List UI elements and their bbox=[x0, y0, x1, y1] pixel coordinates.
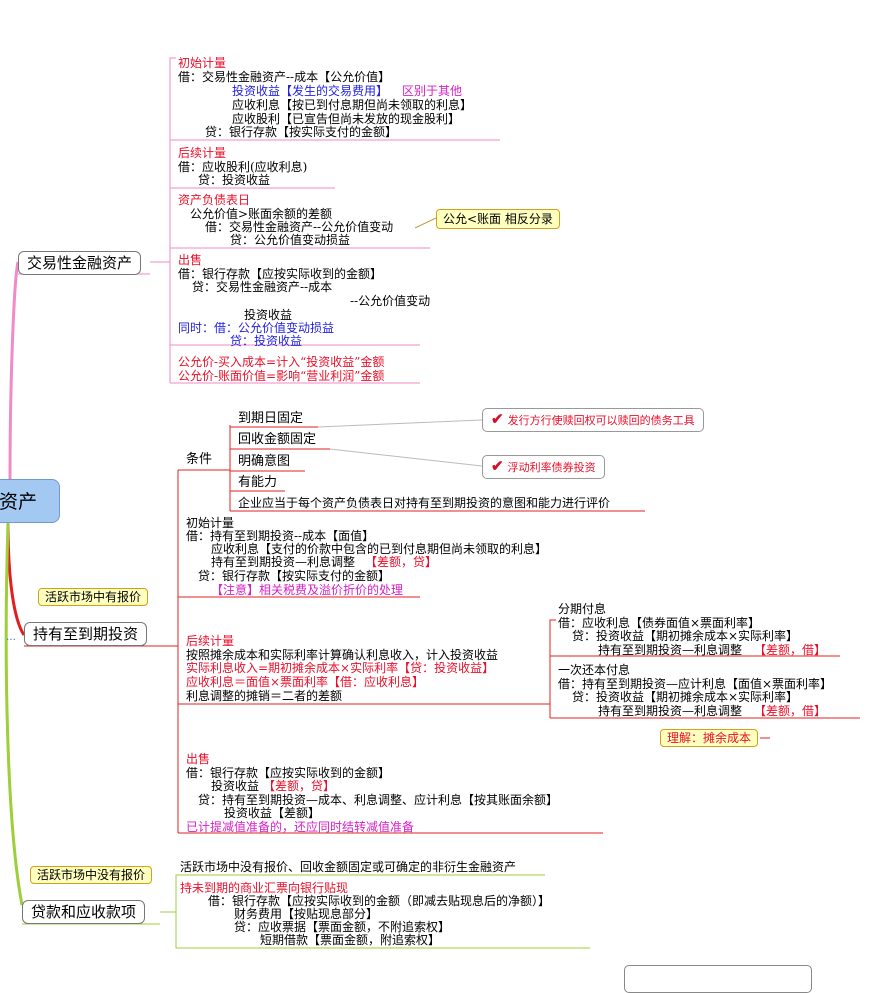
trading-sale-l4: 投资收益 bbox=[244, 308, 293, 322]
htm-initial-title: 初始计量 bbox=[186, 516, 235, 530]
trading-initial-l2a: 投资收益【发生的交易费用】 bbox=[232, 84, 389, 98]
trading-subsequent-l2: 贷：投资收益 bbox=[198, 173, 271, 187]
branch-loans-receivables[interactable]: 贷款和应收款项 bbox=[22, 900, 146, 924]
checkmark-icon: ✔ bbox=[491, 410, 504, 428]
htm-subsequent-l2: 实际利息收入=期初摊余成本×实际利率【贷：投资收益】 bbox=[186, 661, 495, 675]
htm-initial-l3a: 持有至到期投资—利息调整 bbox=[211, 555, 356, 569]
htm-initial-l3b: 【差额，贷】 bbox=[365, 555, 438, 569]
trading-sale-l3: --公允价值变动 bbox=[350, 294, 431, 308]
trading-formula-1: 公允价-买入成本=计入“投资收益”金额 bbox=[178, 355, 385, 369]
branch-held-to-maturity[interactable]: 持有至到期投资 bbox=[24, 622, 148, 646]
htm-condition-4: 有能力 bbox=[238, 475, 278, 490]
htm-lump-l1: 借：持有至到期投资—应计利息【面值×票面利率】 bbox=[558, 677, 833, 691]
loans-l3: 贷：应收票据【票面金额，不附追索权】 bbox=[234, 920, 451, 934]
note-floating-rate: ✔浮动利率债券投资 bbox=[482, 455, 605, 479]
htm-lump-l2: 贷：投资收益【期初摊余成本×实际利率】 bbox=[572, 690, 799, 704]
trading-initial-l2b: 区别于其他 bbox=[402, 84, 463, 98]
htm-initial-l1: 借：持有至到期投资--成本【面值】 bbox=[186, 529, 375, 543]
trading-sale-l2: 贷：交易性金融资产--成本 bbox=[192, 280, 333, 294]
htm-sale-l4: 投资收益【差额】 bbox=[224, 806, 321, 820]
trading-initial-l5: 贷：银行存款【按实际支付的金额】 bbox=[205, 125, 398, 139]
callout-amortized-cost: 理解：摊余成本 bbox=[660, 729, 759, 747]
htm-lump-l3a: 持有至到期投资—利息调整 bbox=[598, 704, 743, 718]
trading-subsequent-title: 后续计量 bbox=[178, 146, 227, 160]
trading-initial-title: 初始计量 bbox=[178, 56, 227, 70]
svg-text:…: … bbox=[6, 632, 16, 643]
trading-balance-title: 资产负债表日 bbox=[178, 193, 251, 207]
note-floating-rate-text: 浮动利率债券投资 bbox=[507, 461, 596, 474]
trading-initial-l4: 应收股利【已宣告但尚未发放的现金股利】 bbox=[232, 112, 461, 126]
trading-sale-l1: 借：银行存款【应按实际收到的金额】 bbox=[178, 267, 383, 281]
trading-initial-l3: 应收利息【按已到付息期但尚未领取的利息】 bbox=[232, 98, 473, 112]
trading-sale-l5: 同时：借：公允价值变动损益 bbox=[178, 321, 335, 335]
note-issuer-redeem: ✔发行方行使赎回权可以赎回的债务工具 bbox=[482, 408, 704, 432]
htm-initial-l4: 贷：银行存款【按实际支付的金额】 bbox=[198, 569, 391, 583]
trading-sale-title: 出售 bbox=[178, 253, 203, 267]
htm-sale-title: 出售 bbox=[186, 752, 211, 766]
htm-initial-l2: 应收利息【支付的价款中包含的已到付息期但尚未领取的利息】 bbox=[211, 542, 548, 556]
htm-sale-l3: 贷：持有至到期投资—成本、利息调整、应计利息【按其账面余额】 bbox=[198, 793, 559, 807]
loans-title: 持未到期的商业汇票向银行贴现 bbox=[180, 881, 349, 895]
htm-installment-l2: 贷：投资收益【期初摊余成本×实际利率】 bbox=[572, 629, 799, 643]
htm-sale-l2a: 投资收益 bbox=[211, 779, 260, 793]
loans-definition: 活跃市场中没有报价、回收金额固定或可确定的非衍生金融资产 bbox=[180, 860, 517, 874]
loans-l1: 借：银行存款【应按实际收到的金额（即减去贴现息后的净额）】 bbox=[208, 894, 551, 908]
htm-conditions-title: 条件 bbox=[186, 452, 213, 467]
trading-balance-l3: 贷：公允价值变动损益 bbox=[230, 233, 351, 247]
trading-formula-2: 公允价-账面价值=影响“营业利润”金额 bbox=[178, 369, 385, 383]
htm-sale-l2b: 【差额，贷】 bbox=[263, 779, 336, 793]
htm-installment-title: 分期付息 bbox=[558, 602, 607, 616]
trading-sale-l6: 贷：投资收益 bbox=[230, 334, 303, 348]
htm-subsequent-l4: 利息调整的摊销＝二者的差额 bbox=[186, 689, 343, 703]
callout-no-active-market: 活跃市场中没有报价 bbox=[30, 866, 153, 884]
htm-subsequent-l3: 应收利息＝面值×票面利率【借：应收利息】 bbox=[186, 675, 425, 689]
trading-balance-l1: 公允价值>账面余额的差额 bbox=[190, 207, 333, 221]
empty-node[interactable] bbox=[624, 965, 812, 993]
checkmark-icon: ✔ bbox=[491, 457, 504, 475]
htm-subsequent-l1: 按照摊余成本和实际利率计算确认利息收入，计入投资收益 bbox=[186, 648, 499, 662]
htm-sale-l1: 借：银行存款【应按实际收到的金额】 bbox=[186, 766, 391, 780]
callout-active-market: 活跃市场中有报价 bbox=[38, 588, 149, 606]
trading-balance-l2: 借：交易性金融资产--公允价值变动 bbox=[205, 220, 394, 234]
branch-trading-financial-assets[interactable]: 交易性金融资产 bbox=[18, 251, 142, 275]
htm-condition-3: 明确意图 bbox=[238, 454, 291, 469]
htm-installment-l3a: 持有至到期投资—利息调整 bbox=[598, 643, 743, 657]
htm-condition-1: 到期日固定 bbox=[238, 411, 304, 426]
htm-sale-l5: 已计提减值准备的，还应同时结转减值准备 bbox=[186, 820, 415, 834]
loans-l4: 短期借款【票面金额，附追索权】 bbox=[260, 933, 441, 947]
htm-installment-l3b: 【差额，借】 bbox=[754, 643, 827, 657]
trading-initial-l1: 借：交易性金融资产--成本【公允价值】 bbox=[178, 70, 391, 84]
loans-l2: 财务费用【按贴现息部分】 bbox=[234, 907, 379, 921]
htm-installment-l1: 借：应收利息【债券面值×票面利率】 bbox=[558, 616, 761, 630]
root-node-assets[interactable]: 资产 bbox=[0, 479, 60, 523]
htm-conditions-note: 企业应当于每个资产负债表日对持有至到期投资的意图和能力进行评价 bbox=[238, 496, 611, 510]
callout-fair-vs-book: 公允<账面 相反分录 bbox=[436, 209, 560, 229]
trading-subsequent-l1: 借：应收股利(应收利息) bbox=[178, 160, 308, 174]
note-issuer-redeem-text: 发行方行使赎回权可以赎回的债务工具 bbox=[507, 414, 695, 427]
htm-initial-l5: 【注意】相关税费及溢价折价的处理 bbox=[211, 583, 404, 597]
htm-condition-2: 回收金额固定 bbox=[238, 432, 317, 447]
htm-subsequent-title: 后续计量 bbox=[186, 634, 235, 648]
htm-lump-title: 一次还本付息 bbox=[558, 663, 631, 677]
htm-lump-l3b: 【差额，借】 bbox=[754, 704, 827, 718]
